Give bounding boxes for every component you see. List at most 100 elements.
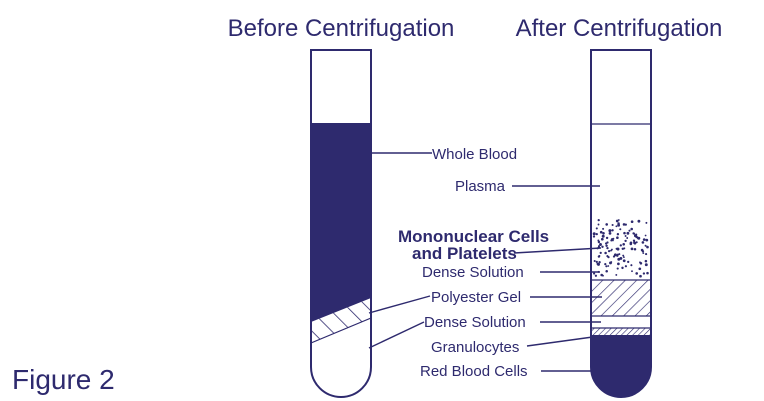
cell-dot — [646, 272, 649, 275]
cell-dot — [600, 274, 603, 277]
cell-dot — [606, 241, 608, 243]
label-red-blood-cells: Red Blood Cells — [420, 363, 528, 380]
cell-dot — [593, 272, 595, 274]
cell-dot — [605, 270, 608, 273]
cell-dot — [611, 249, 613, 251]
label-granulocytes: Granulocytes — [431, 339, 519, 356]
cell-dot — [598, 255, 600, 257]
cell-dot — [604, 252, 607, 255]
cell-dot — [631, 220, 634, 223]
cell-dot — [624, 240, 626, 242]
cell-dot — [637, 220, 640, 223]
cell-dot — [640, 262, 643, 265]
cell-dot — [593, 232, 596, 235]
cell-dot — [596, 227, 598, 229]
cell-dot — [609, 232, 612, 235]
cell-dot — [631, 270, 633, 272]
cell-dot — [621, 267, 623, 269]
cell-dot — [599, 243, 602, 246]
cell-dot — [622, 255, 624, 257]
before-title: Before Centrifugation — [228, 15, 455, 42]
cell-dot — [615, 225, 617, 227]
cell-dot — [630, 228, 633, 231]
cell-dot — [601, 246, 603, 248]
cell-dot — [625, 235, 627, 237]
cell-dot — [645, 235, 647, 237]
cell-dot — [596, 233, 598, 235]
cell-dot — [605, 245, 607, 247]
cell-dot — [641, 249, 644, 252]
label-whole-blood: Whole Blood — [432, 146, 517, 163]
cell-dot — [606, 255, 608, 257]
label-dense-solution-after: Dense Solution — [422, 264, 524, 281]
cell-dot — [617, 263, 620, 266]
cell-dot — [607, 265, 609, 267]
red-blood-cells-layer — [591, 335, 651, 401]
cell-dot — [638, 267, 641, 270]
cell-dot — [622, 248, 624, 250]
cell-dot — [623, 259, 626, 262]
cell-dot — [619, 228, 621, 230]
cell-dot — [632, 232, 634, 234]
cell-dot — [645, 245, 647, 247]
cell-dot — [626, 232, 629, 235]
cell-dot — [602, 232, 605, 235]
cell-dot — [645, 239, 648, 242]
figure-label: Figure 2 — [12, 364, 115, 395]
cell-dot — [634, 248, 637, 251]
whole-blood-layer — [311, 123, 371, 322]
cell-dot — [633, 240, 635, 242]
cell-dot — [645, 253, 647, 255]
cell-dot — [623, 232, 626, 235]
cell-dot — [623, 223, 626, 226]
cell-dot — [635, 272, 638, 275]
cell-dot — [606, 237, 608, 239]
cell-dot — [617, 248, 619, 250]
cell-dot — [598, 241, 600, 243]
cell-dot — [639, 275, 642, 278]
cell-dot — [646, 246, 649, 249]
granulocytes-layer — [591, 328, 651, 335]
cell-dot — [605, 223, 608, 226]
cell-dot — [608, 250, 610, 252]
cell-dot — [596, 261, 598, 263]
cell-dot — [608, 229, 611, 232]
cell-dot — [616, 255, 618, 257]
label-plasma: Plasma — [455, 178, 506, 195]
cell-dot — [605, 265, 607, 267]
cell-dot — [643, 272, 645, 274]
cell-dot — [645, 222, 647, 224]
cell-dot — [635, 234, 637, 236]
cell-dot — [626, 237, 628, 239]
cell-dot — [615, 274, 617, 276]
label-polyester-gel: Polyester Gel — [431, 289, 521, 306]
cell-dot — [642, 241, 645, 244]
cell-dot — [643, 238, 646, 241]
cell-dot — [637, 237, 640, 240]
cell-dot — [601, 238, 604, 241]
cell-dot — [642, 252, 644, 254]
cell-dot — [613, 256, 615, 258]
cell-dot — [620, 257, 622, 259]
cell-dot — [606, 247, 608, 249]
cell-dot — [630, 241, 633, 244]
cell-dot — [598, 219, 600, 221]
before-tube — [311, 123, 371, 343]
cell-dot — [622, 243, 625, 246]
cell-dot — [611, 238, 613, 240]
cell-dot — [604, 263, 606, 265]
cell-dot — [628, 230, 630, 232]
cell-dot — [645, 263, 648, 266]
cell-dot — [625, 265, 627, 267]
cell-dot — [616, 236, 619, 239]
cell-dot — [602, 235, 605, 238]
cell-dot — [645, 260, 648, 263]
mononuclear-cells-dots — [593, 219, 649, 278]
cell-dot — [617, 233, 619, 235]
cell-dot — [616, 220, 619, 223]
cell-dot — [617, 222, 619, 224]
cell-dot — [598, 224, 600, 226]
cell-dot — [627, 261, 629, 263]
cell-dot — [597, 263, 600, 266]
